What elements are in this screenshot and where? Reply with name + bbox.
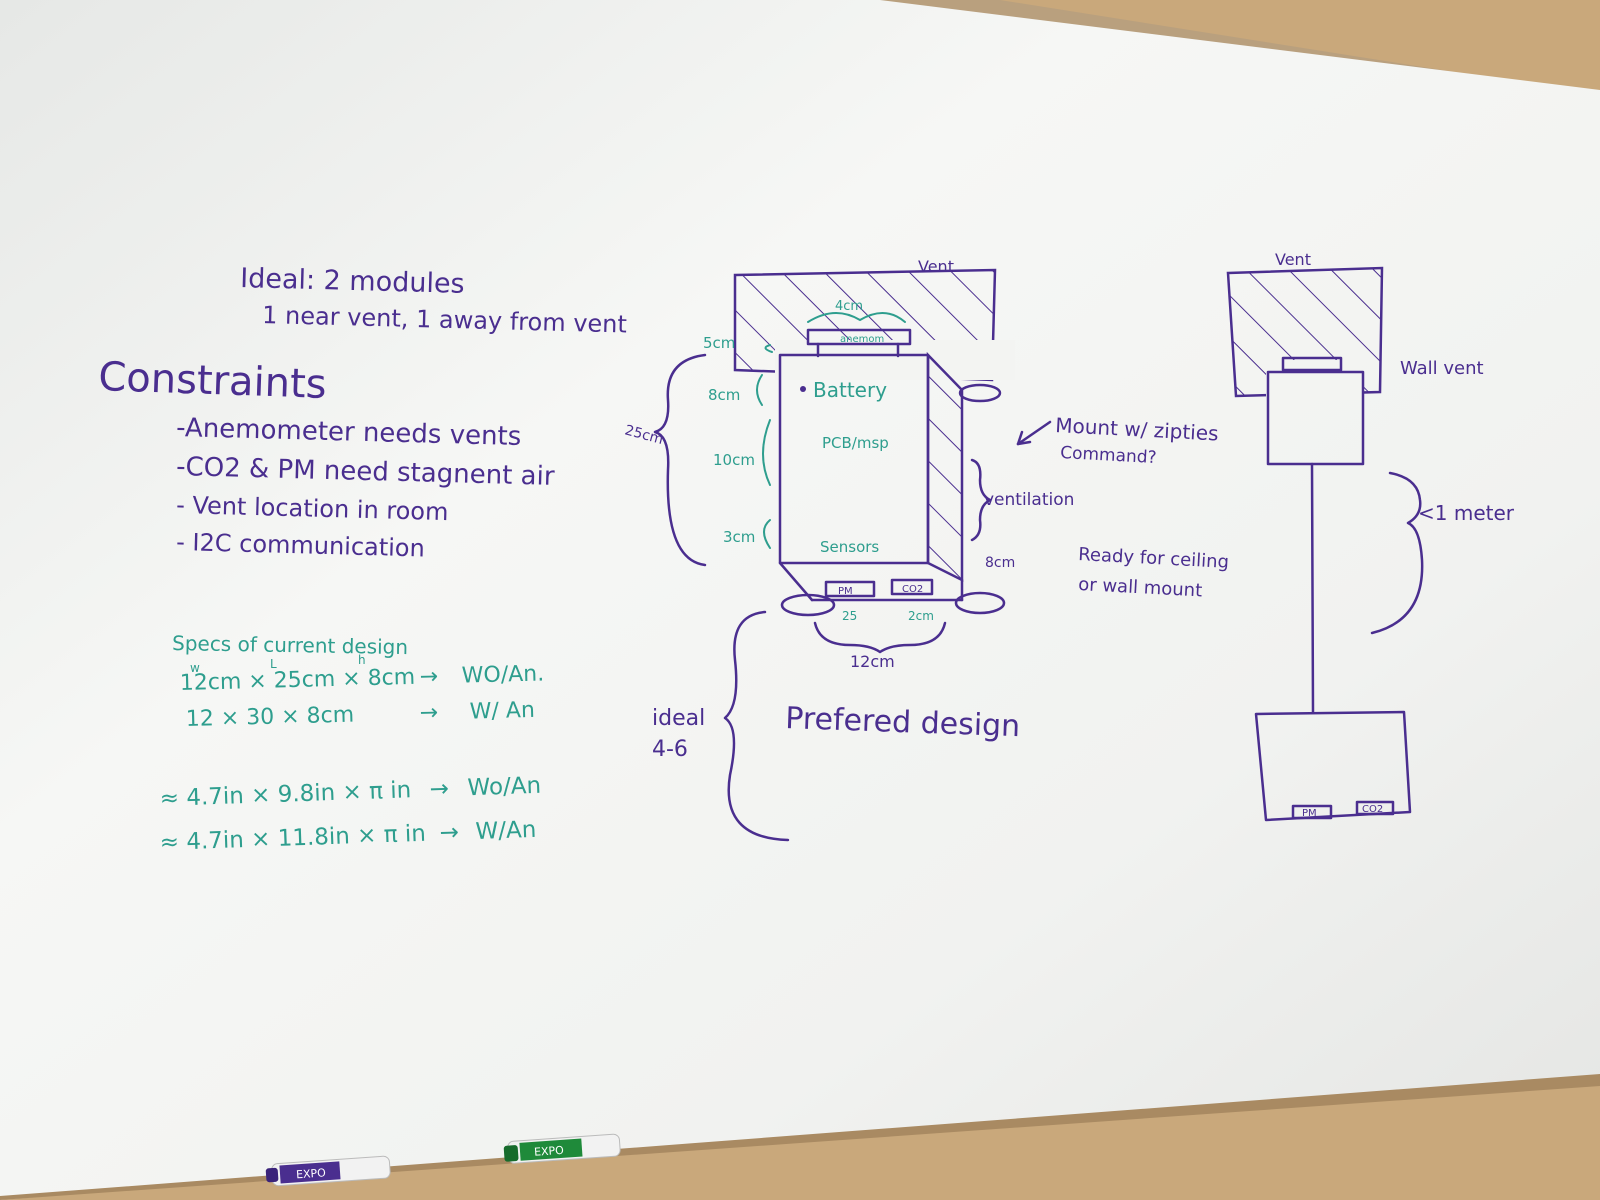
wall-vent-label: Wall vent <box>1400 358 1484 379</box>
spec-dims: 12cm × 25cm × 8cm <box>180 665 416 696</box>
upper-module <box>1266 370 1365 466</box>
co2-dim: 2cm <box>908 609 934 623</box>
ideal-count-line2: 4-6 <box>652 737 688 762</box>
anemometer <box>806 328 912 346</box>
mount-arrow <box>1016 420 1052 446</box>
dim-brace <box>756 374 763 406</box>
module-side <box>926 351 964 583</box>
spec-label: W/ An <box>469 698 535 725</box>
board-tray-shadow <box>0 1074 1600 1200</box>
spec-label: WO/An. <box>461 661 544 688</box>
width-brace <box>813 621 947 654</box>
purple-marker-brand: EXPO <box>296 1166 327 1181</box>
vent-label: Vent <box>918 257 954 276</box>
wall-co2-label: CO2 <box>1362 804 1383 815</box>
battery-label: Battery <box>813 378 887 402</box>
specs-block: Specs of current design w L h 12cm × 25c… <box>159 631 544 856</box>
anemometer-brace <box>807 312 906 323</box>
board-frame-top <box>0 0 1600 95</box>
battery-dot <box>800 386 806 392</box>
vent-gap <box>775 340 1015 380</box>
spec-arrow: → <box>439 820 459 847</box>
ideal-count-line1: ideal <box>652 706 705 731</box>
ventilation-brace <box>970 458 992 542</box>
dim-5cm: 5cm <box>703 334 735 352</box>
constraints-title: Constraints <box>98 354 328 408</box>
green-marker: EXPO <box>503 1133 621 1164</box>
sensors-label: Sensors <box>820 538 879 556</box>
spec-header-h: h <box>358 653 366 667</box>
distance-brace <box>1370 471 1424 635</box>
co2-sensor <box>890 578 934 596</box>
height-brace <box>653 353 707 567</box>
spec-dims: 12 × 30 × 8cm <box>186 703 355 732</box>
dim-8cm: 8cm <box>708 386 740 404</box>
specs-title: Specs of current design <box>172 631 408 659</box>
lower-module <box>1254 710 1412 822</box>
spec-row: 12cm × 25cm × 8cm → WO/An. <box>180 661 545 696</box>
ideal-brace <box>723 610 790 842</box>
dim-brace <box>763 519 771 549</box>
dim-10cm: 10cm <box>713 451 755 469</box>
mount-arrowhead <box>1016 430 1032 446</box>
ventilation-label: ventilation <box>984 490 1074 510</box>
pm-label: PM <box>838 586 853 597</box>
spec-header-l: L <box>270 657 277 671</box>
dim-3cm: 3cm <box>723 528 755 546</box>
ziptie-loop <box>780 593 836 617</box>
wall-co2-sensor <box>1355 800 1395 816</box>
anemometer-label: anemom <box>840 334 884 345</box>
depth-dim: 8cm <box>985 555 1015 571</box>
wall-vent-diagram: Vent Wall vent <1 meter PM CO2 <box>1226 250 1515 822</box>
spec-label: W/An <box>475 817 537 845</box>
width-dim: 12cm <box>850 652 895 671</box>
spec-arrow: → <box>419 664 438 689</box>
ziptie-loop <box>958 383 1002 403</box>
preferred-design-label: Prefered design <box>785 701 1021 744</box>
spec-arrow: → <box>429 776 449 803</box>
co2-label: CO2 <box>902 584 923 595</box>
spec-row: 12 × 30 × 8cm → W/ An <box>186 698 536 732</box>
wall-anemometer <box>1281 356 1343 372</box>
dim-brace <box>762 419 771 486</box>
connecting-cable <box>1310 462 1315 714</box>
distance-label: <1 meter <box>1418 501 1515 525</box>
spec-label: Wo/An <box>467 773 541 802</box>
pm-dim: 25 <box>842 609 857 623</box>
pcb-label: PCB/msp <box>822 434 889 452</box>
constraint-item: - I2C communication <box>176 528 425 562</box>
wall-pm-label: PM <box>1302 808 1317 819</box>
ziptie-loop <box>954 591 1006 615</box>
spec-header-w: w <box>190 661 200 675</box>
ideal-title: Ideal: 2 modules <box>240 263 465 300</box>
wall-vent-gap <box>1266 360 1362 400</box>
anemometer-dim: 4cm <box>835 299 863 314</box>
purple-marker: EXPO <box>265 1155 391 1187</box>
wall-pm-sensor <box>1291 804 1333 820</box>
wall-vent-top-label: Vent <box>1275 250 1311 269</box>
spec-arrow: → <box>419 700 438 725</box>
green-marker-brand: EXPO <box>534 1144 565 1159</box>
dim-brace <box>764 344 773 353</box>
pm-sensor <box>824 580 876 598</box>
